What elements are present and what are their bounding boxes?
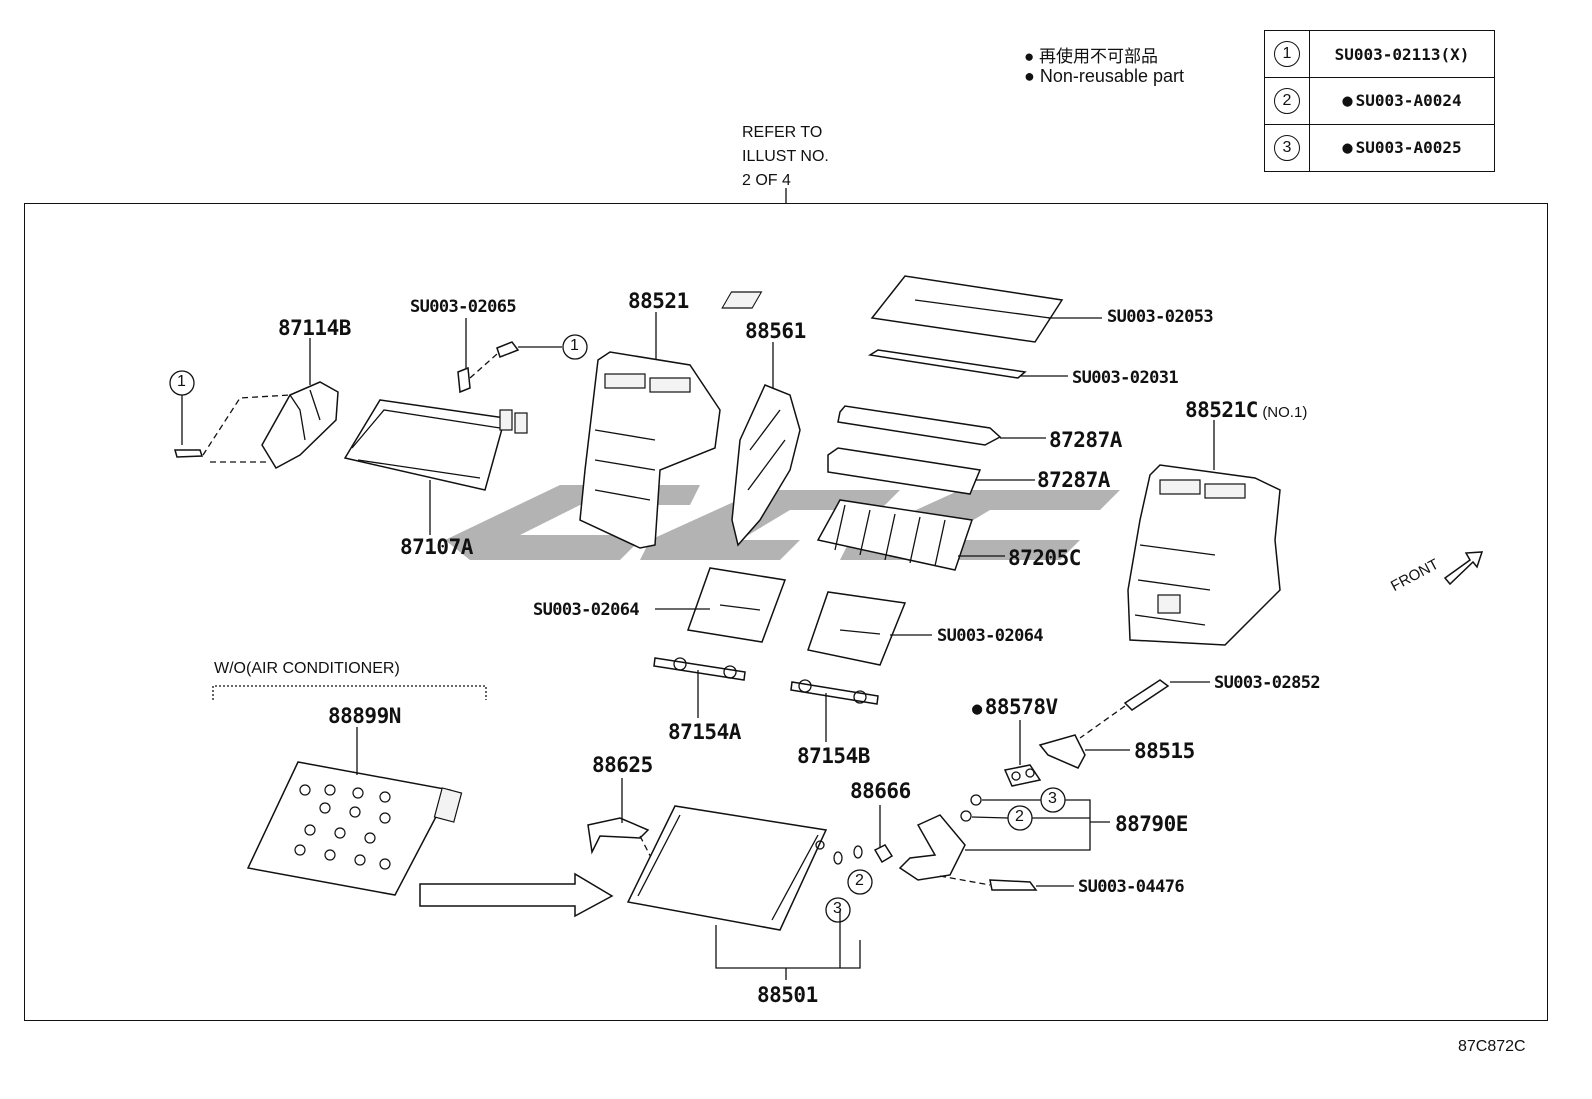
- screw-drawing: [496, 341, 520, 358]
- part-88521-drawing: [579, 312, 721, 549]
- refer-line: REFER TO: [742, 124, 823, 141]
- label-87287A[interactable]: 87287A: [1037, 468, 1110, 492]
- callout-3-circle: [825, 897, 851, 923]
- nonreusable-label-en: Non-reusable part: [1039, 66, 1184, 86]
- part-88625-drawing: [587, 817, 650, 855]
- legend-code: SU003-02113(X): [1309, 30, 1495, 78]
- label-88501[interactable]: 88501: [757, 983, 818, 1007]
- replace-arrow-icon: [419, 872, 614, 918]
- callout-number: 2: [1274, 88, 1300, 114]
- callout-number: 3: [1274, 135, 1300, 161]
- label-87205C[interactable]: 87205C: [1008, 546, 1081, 570]
- callout-number: 2: [855, 872, 864, 889]
- legend-row: 3 SU003-A0025: [1264, 124, 1495, 172]
- part-02053-drawing: [721, 275, 1102, 343]
- figure-id: 87C872C: [1458, 1038, 1526, 1055]
- label-87114B[interactable]: 87114B: [278, 316, 351, 340]
- label-87154A[interactable]: 87154A: [668, 720, 741, 744]
- label-87287A[interactable]: 87287A: [1049, 428, 1122, 452]
- callout-number: 1: [177, 373, 186, 390]
- part-87154B-drawing: [790, 681, 879, 705]
- part-87287A-drawing: [827, 447, 982, 495]
- part-88666-drawing: [873, 844, 894, 864]
- label-SU003-02053[interactable]: SU003-02053: [1107, 307, 1214, 327]
- refer-line: ILLUST NO.: [742, 148, 829, 165]
- nonreusable-legend-jp: ● 再使用不可部品: [1024, 42, 1158, 67]
- legend-table: 1 SU003-02113(X) 2 SU003-A0024 3 SU003-A…: [1264, 30, 1495, 172]
- label-88578V[interactable]: 88578V: [972, 695, 1058, 719]
- callout-2-circle: [847, 869, 873, 895]
- nonreusable-legend-en: ● Non-reusable part: [1024, 66, 1184, 87]
- label-SU003-02064[interactable]: SU003-02064: [533, 600, 640, 620]
- label-88521C-number: 88521C: [1185, 398, 1258, 422]
- label-SU003-04476[interactable]: SU003-04476: [1078, 877, 1185, 897]
- label-88625[interactable]: 88625: [592, 753, 653, 777]
- callout-number: 1: [570, 337, 579, 354]
- label-87154B[interactable]: 87154B: [797, 744, 870, 768]
- label-88521[interactable]: 88521: [628, 289, 689, 313]
- bullet-icon: ●: [1024, 47, 1035, 66]
- label-SU003-02852[interactable]: SU003-02852: [1214, 673, 1321, 693]
- part-88578V-drawing: [1003, 764, 1042, 787]
- part-88561-drawing: [731, 342, 801, 547]
- refer-note: REFER TO ILLUST NO. 2 OF 4: [742, 121, 829, 193]
- label-88666[interactable]: 88666: [850, 779, 911, 803]
- clip-02065-drawing: [457, 366, 471, 394]
- part-87287A-drawing: [837, 405, 1002, 446]
- label-87107A[interactable]: 87107A: [400, 535, 473, 559]
- part-88899N-drawing: [246, 727, 463, 896]
- part-88790E-drawing: [898, 787, 1110, 881]
- legend-row: 1 SU003-02113(X): [1264, 30, 1495, 78]
- front-arrow-icon: [1443, 551, 1484, 586]
- part-02064-drawing: [807, 591, 907, 666]
- part-87154A-drawing: [653, 657, 746, 681]
- oring-drawing: [853, 845, 863, 859]
- callout-1-circle: [562, 334, 588, 360]
- part-88521C-drawing: [1127, 420, 1281, 646]
- part-02031-drawing: [867, 349, 1027, 379]
- label-SU003-02065[interactable]: SU003-02065: [410, 297, 517, 317]
- part-87107A-drawing: [343, 399, 528, 535]
- label-SU003-02064[interactable]: SU003-02064: [937, 626, 1044, 646]
- diagram-frame: [24, 203, 1548, 1021]
- oring-drawing: [833, 851, 843, 865]
- bullet-icon: ●: [1024, 66, 1035, 86]
- label-88561[interactable]: 88561: [745, 319, 806, 343]
- part-02064-drawing: [686, 567, 787, 643]
- part-87114B-drawing: [174, 338, 339, 469]
- legend-code: SU003-A0025: [1309, 124, 1495, 172]
- refer-line: 2 OF 4: [742, 172, 791, 189]
- callout-number: 1: [1274, 41, 1300, 67]
- label-SU003-02031[interactable]: SU003-02031: [1072, 368, 1179, 388]
- part-88515-drawing: [1038, 734, 1086, 769]
- part-88501-drawing: [626, 805, 861, 980]
- label-wo-air-conditioner: W/O(AIR CONDITIONER): [214, 660, 400, 677]
- label-88521C-note: (NO.1): [1262, 404, 1308, 421]
- nonreusable-label-jp: 再使用不可部品: [1039, 47, 1159, 66]
- label-88899N[interactable]: 88899N: [328, 704, 401, 728]
- label-88521C[interactable]: 88521C (NO.1): [1185, 398, 1307, 422]
- bolt-04476-drawing: [989, 879, 1038, 891]
- label-88515[interactable]: 88515: [1134, 739, 1195, 763]
- callout-number: 3: [1048, 790, 1057, 807]
- label-88790E[interactable]: 88790E: [1115, 812, 1188, 836]
- callout-number: 3: [833, 900, 842, 917]
- part-87205C-drawing: [816, 499, 1005, 571]
- bolt-02852-drawing: [1123, 679, 1170, 711]
- callout-number: 2: [1015, 808, 1024, 825]
